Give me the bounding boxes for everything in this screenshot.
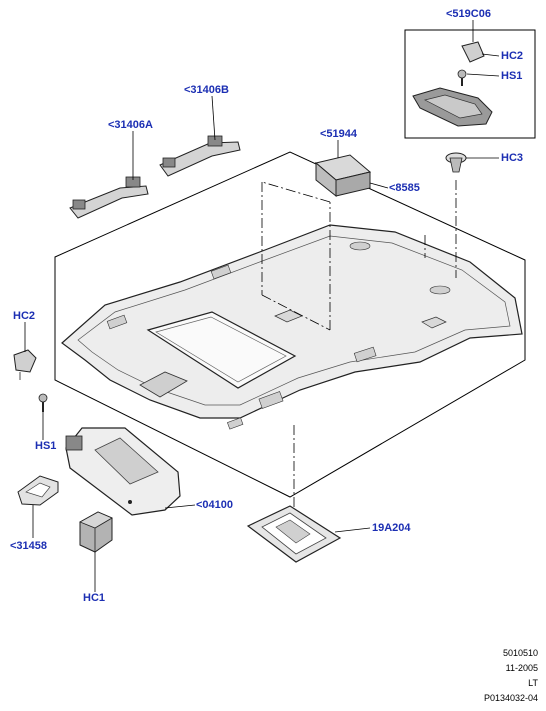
callout-hc2-top: HC2 [501, 50, 524, 62]
footer-illustration-number: P0134032-04 [483, 693, 538, 703]
visor-clip [17, 475, 59, 506]
sunroof-opening [146, 311, 297, 389]
callout-04100: <04100 [196, 499, 234, 511]
clip-hc2-left [13, 349, 37, 380]
inset-screw-hs1 [457, 69, 467, 86]
callout-19a204: 19A204 [372, 522, 411, 534]
inset-box [404, 29, 536, 139]
headlining-panel [61, 224, 523, 430]
clip-hc3 [445, 152, 467, 173]
inset-clip-hc2 [461, 41, 485, 63]
headlining-frame [54, 151, 526, 498]
footer-reference-number: 5010510 [502, 648, 538, 658]
callout-8585: <8585 [389, 182, 420, 194]
callout-31406b: <31406B [184, 84, 229, 96]
callout-hc2-left: HC2 [13, 310, 36, 322]
callout-519c06: <519C06 [446, 8, 491, 20]
bracket-hc1 [79, 511, 113, 553]
grab-handle-31406b [159, 135, 241, 177]
callout-hc1: HC1 [83, 592, 106, 604]
trim-bezel [246, 505, 342, 563]
leader-lines [261, 180, 457, 508]
part-8585-block [314, 154, 372, 198]
callout-hc3: HC3 [501, 152, 524, 164]
callout-51944: <51944 [320, 128, 358, 140]
callout-leaders [24, 20, 500, 592]
callout-hs1-left: HS1 [35, 440, 57, 452]
grab-handle-31406a [69, 176, 149, 219]
footer-date: 11-2005 [505, 663, 538, 673]
footer-code: LT [528, 678, 538, 688]
callout-31458: <31458 [10, 540, 48, 552]
sun-visor [65, 427, 181, 516]
callout-hs1-top: HS1 [501, 70, 523, 82]
screw-hs1-left [38, 393, 48, 412]
inset-lamp-bracket [412, 87, 493, 127]
callout-31406a: <31406A [108, 119, 153, 131]
